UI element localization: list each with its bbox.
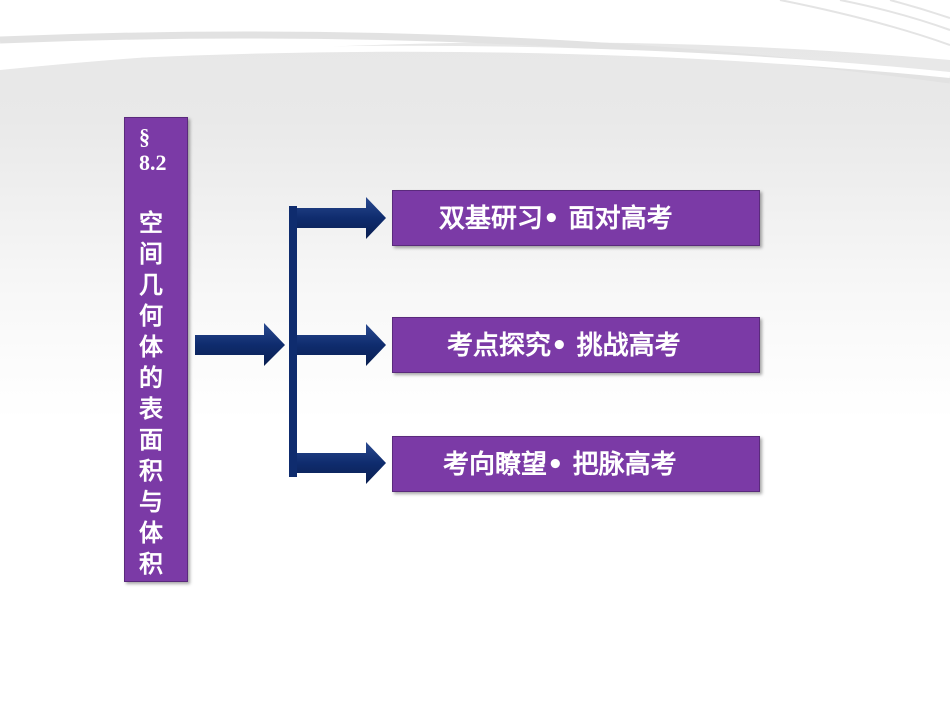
main-arrow: [195, 323, 285, 366]
item-box-2[interactable]: 考点探究• 挑战高考: [392, 317, 760, 373]
item-box-3[interactable]: 考向瞭望• 把脉高考: [392, 436, 760, 492]
branch-arrow-1: [297, 197, 386, 239]
branch-arrow-2: [297, 324, 386, 366]
bracket-bar: [289, 206, 297, 477]
branch-arrow-3: [297, 442, 386, 484]
section-title: 空间几何体的表面积与体积: [139, 209, 163, 578]
section-title-box: § 8.2 空间几何体的表面积与体积: [124, 117, 188, 582]
section-mark: §: [139, 124, 150, 149]
item-box-1[interactable]: 双基研习• 面对高考: [392, 190, 760, 246]
section-number: 8.2: [139, 150, 167, 175]
